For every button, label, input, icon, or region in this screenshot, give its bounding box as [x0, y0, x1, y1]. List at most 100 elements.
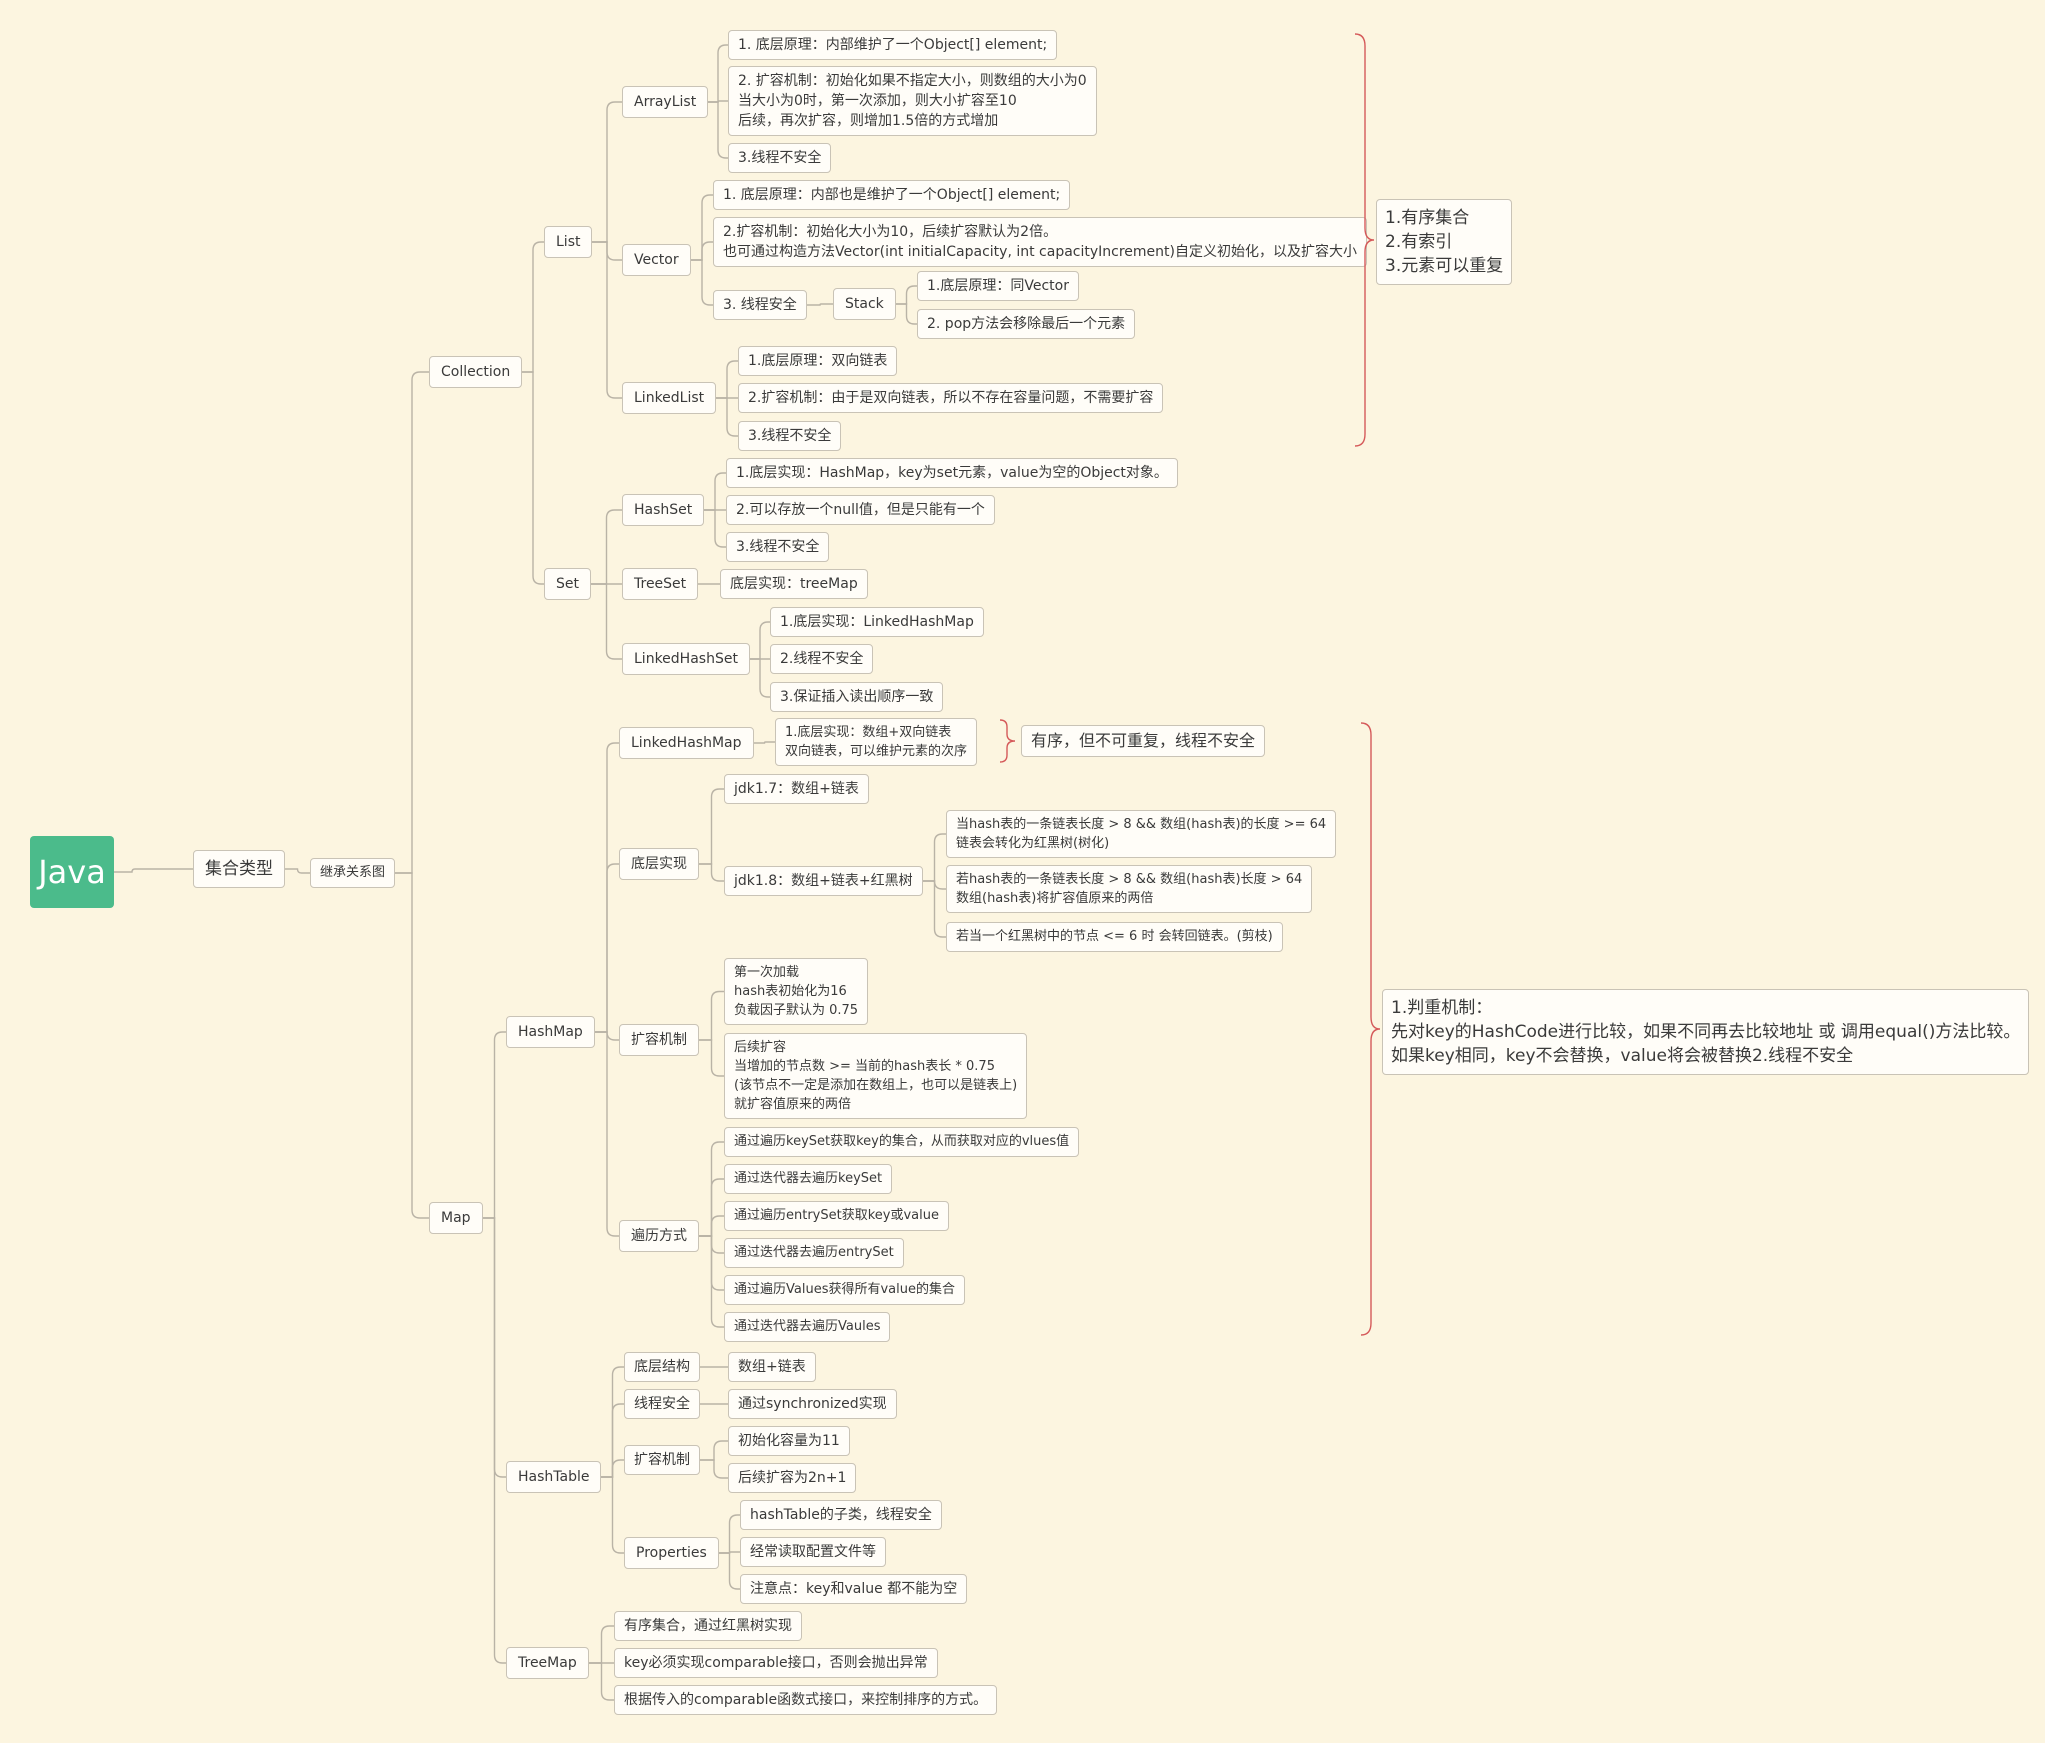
node-set[interactable]: Set [544, 568, 591, 600]
node-inheritance-diagram[interactable]: 继承关系图 [310, 858, 396, 888]
vector-principle[interactable]: 1. 底层原理：内部也是维护了一个Object[] element; [713, 180, 1071, 210]
connector-line-16 [896, 285, 917, 305]
arraylist-principle[interactable]: 1. 底层原理：内部维护了一个Object[] element; [728, 30, 1058, 60]
traversal-keyset-iterator[interactable]: 通过迭代器去遍历keySet [724, 1164, 893, 1194]
node-traversal[interactable]: 遍历方式 [619, 1220, 699, 1252]
node-linkedhashmap[interactable]: LinkedHashMap [619, 727, 754, 759]
connector-line-32 [483, 1217, 506, 1478]
connector-line-4 [522, 241, 544, 373]
connector-line-10 [708, 100, 728, 103]
linkedhashmap-summary[interactable]: 有序，但不可重复，线程不安全 [1021, 725, 1266, 757]
traversal-entryset[interactable]: 通过遍历entrySet获取key或value [724, 1201, 949, 1231]
node-hashmap[interactable]: HashMap [506, 1016, 595, 1048]
linkedhashset-impl[interactable]: 1.底层实现：LinkedHashMap [770, 607, 984, 637]
root-node-java[interactable]: Java [30, 836, 114, 908]
node-arraylist[interactable]: ArrayList [622, 86, 709, 118]
hashtable-structure[interactable]: 底层结构 [624, 1352, 700, 1382]
connector-line-43 [923, 880, 946, 938]
linkedlist-thread-unsafe[interactable]: 3.线程不安全 [738, 421, 842, 451]
connector-line-5 [522, 371, 544, 585]
hashtable-structure-value[interactable]: 数组+链表 [728, 1352, 816, 1382]
stack-principle[interactable]: 1.底层原理：同Vector [917, 271, 1079, 301]
linkedhashset-order[interactable]: 3.保证插入读出顺序一致 [770, 682, 944, 712]
connector-line-13 [691, 241, 713, 261]
properties-note[interactable]: 注意点：key和value 都不能为空 [740, 1574, 968, 1604]
linkedlist-principle[interactable]: 1.底层原理：双向链表 [738, 346, 898, 376]
linkedhashset-thread-unsafe[interactable]: 2.线程不安全 [770, 644, 874, 674]
node-map[interactable]: Map [429, 1202, 483, 1234]
connector-line-41 [923, 833, 946, 882]
connector-line-18 [716, 360, 738, 399]
node-collection-types[interactable]: 集合类型 [193, 850, 285, 888]
connector-line-37 [595, 1031, 619, 1237]
node-hashmap-expansion[interactable]: 扩容机制 [619, 1024, 699, 1056]
jdk18-untreeify[interactable]: 若当一个红黑树中的节点 <= 6 时 会转回链表。(剪枝) [946, 922, 1283, 952]
arraylist-expansion[interactable]: 2. 扩容机制：初始化如果不指定大小，则数组的大小为0 当大小为0时，第一次添加… [728, 66, 1097, 136]
list-summary-note[interactable]: 1.有序集合 2.有索引 3.元素可以重复 [1376, 199, 1513, 285]
node-hashmap-impl[interactable]: 底层实现 [619, 848, 699, 880]
jdk18[interactable]: jdk1.8：数组+链表+红黑树 [724, 866, 923, 896]
connector-line-39 [699, 788, 724, 865]
hashtable-growth[interactable]: 后续扩容为2n+1 [728, 1463, 857, 1493]
linkedlist-expansion[interactable]: 2.扩容机制：由于是双向链表，所以不存在容量问题，不需要扩容 [738, 383, 1164, 413]
connector-line-47 [699, 1178, 724, 1237]
node-linkedhashset[interactable]: LinkedHashSet [622, 643, 750, 675]
treeset-impl[interactable]: 底层实现：treeMap [720, 569, 868, 599]
node-hashtable[interactable]: HashTable [506, 1461, 602, 1493]
node-hashset[interactable]: HashSet [622, 494, 705, 526]
connector-line-12 [691, 194, 713, 261]
properties-config[interactable]: 经常读取配置文件等 [740, 1537, 886, 1567]
connector-line-63 [589, 1625, 614, 1664]
linkedhashmap-summary-brace [999, 719, 1016, 763]
stack-pop[interactable]: 2. pop方法会移除最后一个元素 [917, 309, 1136, 339]
node-treeset[interactable]: TreeSet [622, 568, 699, 600]
linkedhashmap-impl[interactable]: 1.底层实现：数组+双向链表 双向链表，可以维护元素的次序 [775, 718, 978, 766]
hashtable-thread-safe[interactable]: 线程安全 [624, 1389, 700, 1419]
hashtable-initial-capacity[interactable]: 初始化容量为11 [728, 1426, 850, 1456]
vector-expansion[interactable]: 2.扩容机制：初始化大小为10，后续扩容默认为2倍。 也可通过构造方法Vecto… [713, 217, 1367, 267]
connector-line-20 [716, 397, 738, 437]
node-linkedlist[interactable]: LinkedList [622, 382, 717, 414]
connector-line-23 [591, 583, 622, 660]
connector-line-8 [592, 241, 622, 399]
hashset-thread-unsafe[interactable]: 3.线程不安全 [726, 532, 830, 562]
node-collection[interactable]: Collection [429, 356, 523, 388]
hashmap-later-expansion[interactable]: 后续扩容 当增加的节点数 >= 当前的hash表长 * 0.75 (该节点不一定… [724, 1033, 1028, 1119]
connector-line-21 [591, 509, 622, 585]
hashtable-thread-safe-value[interactable]: 通过synchronized实现 [728, 1389, 897, 1419]
hashtable-expansion[interactable]: 扩容机制 [624, 1445, 700, 1475]
hashset-impl[interactable]: 1.底层实现：HashMap，key为set元素，value为空的Object对… [726, 458, 1178, 488]
connector-line-34 [595, 742, 619, 1033]
hashmap-summary-note[interactable]: 1.判重机制： 先对key的HashCode进行比较，如果不同再去比较地址 或 … [1382, 989, 2030, 1075]
connector-line-14 [691, 259, 713, 306]
jdk18-resize[interactable]: 若hash表的一条链表长度 > 8 && 数组(hash表)长度 > 64 数组… [946, 865, 1313, 913]
arraylist-thread-unsafe[interactable]: 3.线程不安全 [728, 143, 832, 173]
connector-line-24 [704, 472, 726, 511]
traversal-keyset[interactable]: 通过遍历keySet获取key的集合，从而获取对应的vlues值 [724, 1127, 1080, 1157]
treemap-ordered[interactable]: 有序集合，通过红黑树实现 [614, 1611, 802, 1641]
vector-thread-safe[interactable]: 3. 线程安全 [713, 290, 807, 320]
connector-line-15 [807, 303, 833, 306]
connector-line-52 [601, 1366, 624, 1478]
node-treemap[interactable]: TreeMap [506, 1647, 589, 1679]
node-list[interactable]: List [544, 226, 593, 258]
hashset-null[interactable]: 2.可以存放一个null值，但是只能有一个 [726, 495, 995, 525]
traversal-entryset-iterator[interactable]: 通过迭代器去遍历entrySet [724, 1238, 904, 1268]
jdk17[interactable]: jdk1.7：数组+链表 [724, 774, 869, 804]
node-stack[interactable]: Stack [833, 288, 896, 320]
node-vector[interactable]: Vector [622, 244, 691, 276]
connector-line-55 [601, 1476, 624, 1554]
node-properties[interactable]: Properties [624, 1537, 719, 1569]
treemap-sort-control[interactable]: 根据传入的comparable函数式接口，来控制排序的方式。 [614, 1685, 998, 1715]
connector-line-2 [395, 371, 429, 874]
connector-line-48 [699, 1215, 724, 1237]
properties-subclass[interactable]: hashTable的子类，线程安全 [740, 1500, 942, 1530]
treemap-comparable[interactable]: key必须实现comparable接口，否则会抛出异常 [614, 1648, 938, 1678]
connector-line-53 [601, 1403, 624, 1478]
traversal-values[interactable]: 通过遍历Values获得所有value的集合 [724, 1275, 965, 1305]
connector-line-40 [699, 863, 724, 882]
traversal-values-iterator[interactable]: 通过迭代器去遍历Vaules [724, 1312, 891, 1342]
jdk18-treeify[interactable]: 当hash表的一条链表长度 > 8 && 数组(hash表)的长度 >= 64 … [946, 810, 1337, 858]
hashmap-initial-load[interactable]: 第一次加载 hash表初始化为16 负载因子默认为 0.75 [724, 958, 869, 1025]
